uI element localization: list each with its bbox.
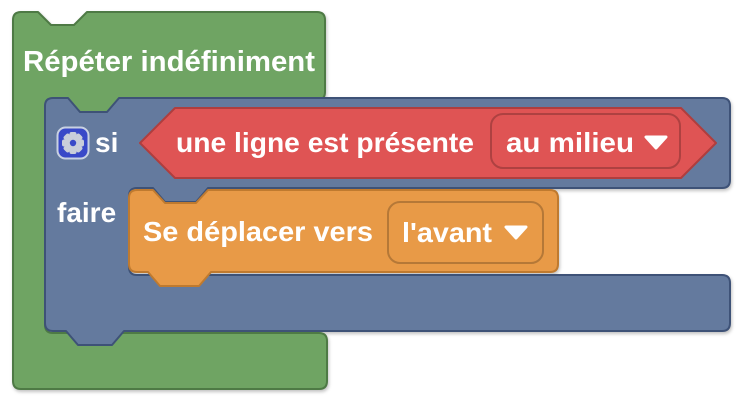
line-position-dropdown[interactable]: au milieu: [490, 113, 681, 169]
gear-hub: [69, 139, 77, 147]
line-position-dropdown-value[interactable]: au milieu: [506, 127, 634, 158]
repeat-block-label: Répéter indéfiniment: [23, 46, 315, 78]
move-direction-dropdown-frame[interactable]: [387, 201, 544, 264]
move-direction-dropdown-value[interactable]: l'avant: [402, 217, 492, 248]
repeat-forever-block[interactable]: Répéter indéfiniment: [12, 11, 328, 390]
move-block[interactable]: Se déplacer vers l'avant: [128, 189, 559, 287]
move-block-shape[interactable]: [128, 189, 559, 287]
mutator-gear-button[interactable]: [56, 126, 90, 160]
condition-block-shape[interactable]: [139, 107, 717, 179]
condition-line-detected-block[interactable]: une ligne est présente au milieu: [139, 107, 717, 179]
chevron-down-icon[interactable]: [504, 225, 528, 240]
do-label: faire: [57, 197, 116, 228]
move-direction-dropdown[interactable]: l'avant: [387, 201, 544, 264]
if-label: si: [95, 127, 118, 158]
move-label: Se déplacer vers: [143, 216, 373, 247]
condition-label: une ligne est présente: [176, 127, 474, 158]
chevron-down-icon[interactable]: [644, 135, 668, 150]
line-position-dropdown-frame[interactable]: [490, 113, 681, 169]
repeat-block-shape[interactable]: [12, 11, 328, 390]
gear-icon: [62, 132, 84, 154]
